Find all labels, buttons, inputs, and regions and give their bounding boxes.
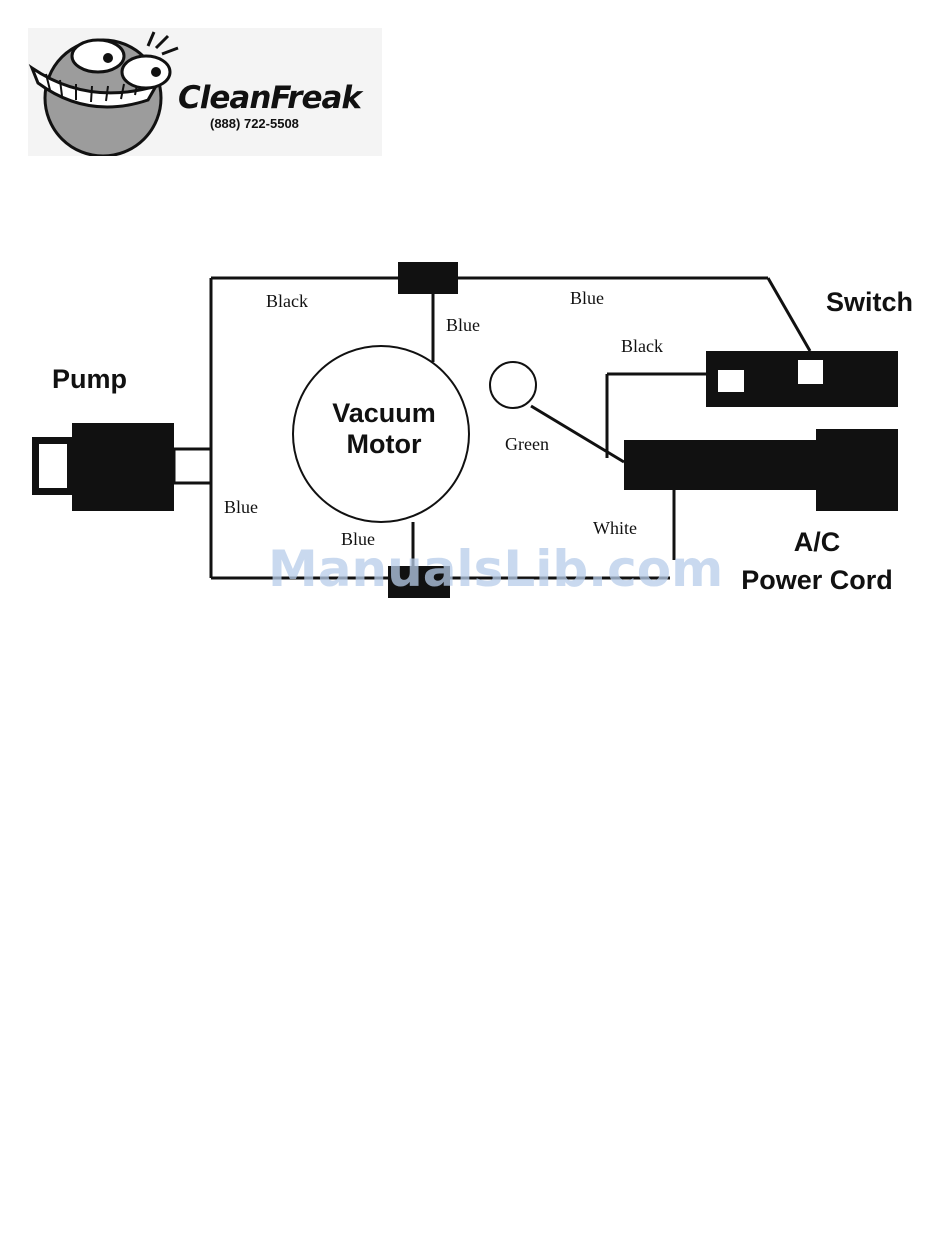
power-cord-plug-icon (816, 429, 898, 511)
wire-label-blue-top: Blue (570, 288, 604, 309)
wire-label-white: White (593, 518, 637, 539)
power-cord-label-line-1: A/C (720, 523, 914, 561)
cleanfreak-logo: CleanFreak (888) 722-5508 (28, 28, 382, 156)
logo-brand-name: CleanFreak (178, 80, 361, 116)
pump-body-icon (72, 423, 174, 511)
vacuum-motor-label-line-1: Vacuum (300, 398, 468, 429)
power-cord-body-icon (624, 440, 818, 490)
watermark: ManualsLib.com (268, 540, 723, 598)
pump-label: Pump (52, 364, 127, 395)
wire-label-black-top: Black (266, 291, 308, 312)
wire-label-blue-left: Blue (224, 497, 258, 518)
switch-label: Switch (826, 287, 913, 318)
wire-label-blue-motor-top: Blue (446, 315, 480, 336)
switch-terminal-right (798, 360, 823, 384)
top-connector (398, 262, 458, 294)
ground-terminal-icon (490, 362, 536, 408)
vacuum-motor-label: Vacuum Motor (300, 398, 468, 460)
power-cord-label: A/C Power Cord (720, 523, 914, 599)
wire-label-black-switch: Black (621, 336, 663, 357)
wire-lines (174, 278, 810, 578)
switch-terminal-left (718, 370, 744, 392)
wire-blue-to-switch (768, 278, 810, 351)
logo-phone-number: (888) 722-5508 (210, 116, 299, 131)
pump-outlet-icon (174, 449, 211, 483)
power-cord-label-line-2: Power Cord (720, 561, 914, 599)
pump-inlet-opening (39, 444, 67, 488)
vacuum-motor-label-line-2: Motor (300, 429, 468, 460)
wire-label-green: Green (505, 434, 549, 455)
